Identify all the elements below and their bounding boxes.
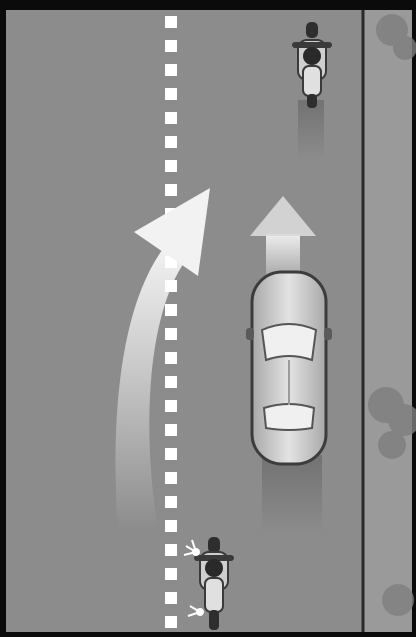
verge [364, 10, 412, 632]
